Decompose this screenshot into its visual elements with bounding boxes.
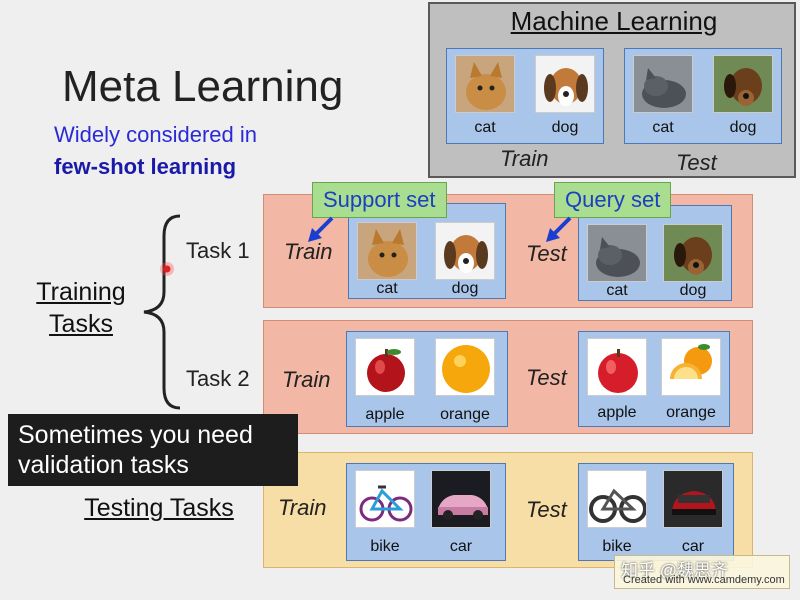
query-arrow-icon	[546, 216, 572, 242]
apple-image	[587, 338, 647, 396]
apple-image	[355, 338, 415, 396]
task2-train-item-1: orange	[440, 406, 490, 423]
dog-image	[713, 55, 773, 113]
orange-image	[661, 338, 721, 396]
cat-image	[633, 55, 693, 113]
testing-train-text: Train	[278, 495, 327, 520]
dog-image	[435, 222, 495, 280]
slide-title: Meta Learning	[62, 62, 344, 111]
pointer-dot	[160, 262, 174, 276]
car-image	[431, 470, 491, 528]
task1-query-panel: cat dog	[578, 205, 732, 301]
task1-train-item-0: cat	[376, 280, 398, 297]
validation-note-line-2: validation tasks	[18, 451, 189, 479]
testing-test-item-0: bike	[602, 538, 632, 555]
training-label: Training	[36, 278, 126, 306]
task2-test-item-0: apple	[597, 404, 637, 421]
ml-test-text: Test	[676, 150, 717, 175]
support-arrow-icon	[308, 216, 334, 242]
testing-test-text: Test	[526, 497, 567, 522]
testing-tasks-label: Testing Tasks	[84, 494, 234, 522]
task1-test-item-1: dog	[679, 282, 707, 299]
validation-note: Sometimes you need validation tasks	[8, 414, 298, 486]
task1-label: Task 1	[186, 238, 250, 263]
ml-test-label-1: dog	[729, 119, 757, 136]
ml-train-label-1: dog	[551, 119, 579, 136]
car-image	[663, 470, 723, 528]
dog-image	[535, 55, 595, 113]
subtitle-line-1: Widely considered in	[54, 122, 257, 147]
cat-image	[587, 224, 647, 282]
watermark-author: 知乎 @魏思齐	[621, 561, 728, 580]
task2-query-panel: apple orange	[578, 331, 730, 427]
dog-image	[663, 224, 723, 282]
watermark-credit: Created with www.camdemy.com	[623, 574, 785, 586]
query-set-tag: Query set	[554, 182, 672, 218]
task1-test-item-0: cat	[606, 282, 628, 299]
testing-test-item-1: car	[681, 538, 705, 555]
testing-support-panel: bike car	[346, 463, 506, 561]
machine-learning-title: Machine Learning	[510, 6, 718, 36]
task1-train-item-1: dog	[451, 280, 479, 297]
ml-test-label-0: cat	[652, 119, 674, 136]
validation-note-line-1: Sometimes you need	[18, 421, 253, 449]
cat-image	[455, 55, 515, 113]
task1-support-panel: cat dog	[348, 203, 506, 299]
task2-support-panel: apple orange	[346, 331, 508, 427]
task2-train-text: Train	[282, 367, 331, 392]
testing-query-panel: bike car	[578, 463, 734, 561]
ml-train-panel: cat dog	[446, 48, 604, 144]
testing-train-item-1: car	[449, 538, 473, 555]
cat-image	[357, 222, 417, 280]
testing-tasks-row: Train bike car Test bike car	[263, 452, 753, 568]
support-set-tag: Support set	[312, 182, 447, 218]
task2-test-item-1: orange	[666, 404, 716, 421]
task1-test-text: Test	[526, 241, 567, 266]
task1-row: Train cat dog Test cat dog	[263, 194, 753, 308]
subtitle-line-2: few-shot learning	[54, 154, 237, 179]
task1-train-text: Train	[284, 239, 333, 264]
ml-train-label-0: cat	[474, 119, 496, 136]
bike-image	[355, 470, 415, 528]
task2-test-text: Test	[526, 365, 567, 390]
task2-train-item-0: apple	[365, 406, 405, 423]
tasks-label: Tasks	[49, 310, 113, 338]
task2-row: Train apple orange Test apple orange	[263, 320, 753, 434]
task2-label: Task 2	[186, 366, 250, 391]
watermark: 知乎 @魏思齐 Created with www.camdemy.com	[614, 555, 790, 589]
machine-learning-box: Machine Learning cat dog Train cat dog T…	[428, 2, 796, 178]
ml-train-text: Train	[500, 146, 549, 171]
ml-test-panel: cat dog	[624, 48, 782, 144]
bike-image	[587, 470, 647, 528]
testing-train-item-0: bike	[370, 538, 400, 555]
orange-image	[435, 338, 495, 396]
curly-brace	[143, 214, 181, 410]
